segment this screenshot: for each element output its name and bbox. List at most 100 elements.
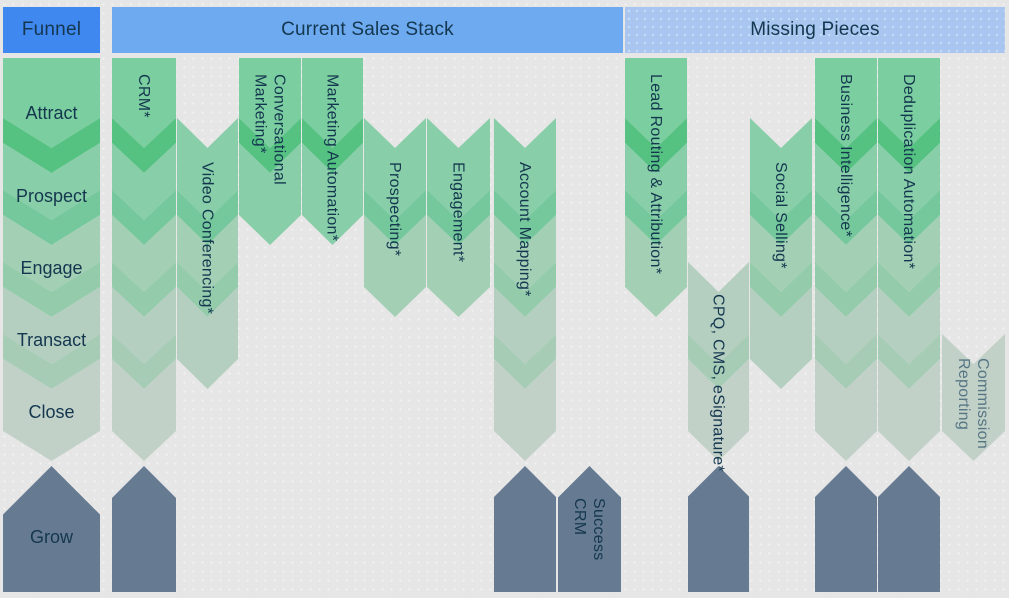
chevron-row-2: [364, 215, 426, 317]
column-lead-routing-attribution: Lead Routing & Attribution*: [625, 58, 687, 317]
chevron-row-3: [177, 287, 238, 389]
column-label-account-mapping: Account Mapping*: [516, 162, 533, 297]
chevron-band-3: [3, 334, 100, 389]
chevron-row-0: [302, 58, 363, 148]
column-label-engagement: Engagement*: [450, 162, 467, 262]
current-sales-stack-label: Current Sales Stack: [281, 19, 454, 40]
house-label-success-crm-line-2: CRM: [571, 498, 588, 535]
funnel-stage-attract: Attract: [25, 103, 78, 123]
chevron-band-3: [688, 334, 749, 389]
column-label-crm: CRM*: [135, 74, 152, 118]
chevron-row-0: [625, 58, 687, 148]
column-social-selling: Social Selling*: [750, 118, 812, 389]
column-label-marketing-automation: Marketing Automation*: [324, 74, 341, 241]
chevron-band-1: [3, 190, 100, 245]
chevron-row-1: [112, 143, 176, 220]
grow-house: [878, 466, 940, 592]
grow-house: [558, 466, 621, 592]
chevron-band-2: [112, 262, 176, 317]
chevron-row-4: [494, 359, 556, 461]
chevron-row-2: [815, 215, 877, 292]
missing-pieces-header: Missing Pieces: [625, 7, 1005, 53]
chevron-row-3: [494, 287, 556, 364]
chevron-row-3: [815, 287, 877, 364]
column-marketing-automation: Marketing Automation*: [302, 58, 363, 245]
grow-house: [494, 466, 556, 592]
chevron-band-1: [364, 190, 426, 245]
current-sales-stack-header: Current Sales Stack: [112, 7, 623, 53]
chevron-row-2: [427, 215, 490, 317]
chevron-row-3: [688, 262, 749, 364]
chevron-row-0: [239, 58, 301, 148]
column-label-commission-reporting-line-2: Reporting: [955, 358, 972, 430]
chevron-band-2: [750, 262, 812, 317]
chevron-row-1: [302, 143, 363, 245]
column-engagement: Engagement*: [427, 118, 490, 317]
chevron-band-1: [625, 190, 687, 245]
chevron-row-2: [494, 215, 556, 292]
chevron-band-1: [427, 190, 490, 245]
chevron-band-2: [878, 262, 940, 317]
chevron-band-1: [177, 190, 238, 245]
chevron-row-1: [815, 143, 877, 220]
chevron-band-2: [494, 262, 556, 317]
missing-pieces-label: Missing Pieces: [750, 19, 880, 40]
funnel-header-label: Funnel: [21, 19, 82, 40]
column-label-lead-routing-attribution: Lead Routing & Attribution*: [647, 74, 664, 274]
chevron-band-0: [878, 118, 940, 173]
column-business-intelligence: Business Intelligence*: [815, 58, 877, 592]
chevron-row-2: [112, 215, 176, 292]
chevron-band-3: [494, 334, 556, 389]
chevron-band-0: [112, 118, 176, 173]
chevron-row-1: [625, 143, 687, 220]
column-prospecting: Prospecting*: [364, 118, 426, 317]
chevron-band-3: [112, 334, 176, 389]
chevron-band-2: [3, 262, 100, 317]
chevron-row-4: [3, 359, 100, 461]
chevron-band-0: [302, 118, 363, 173]
chevron-row-3: [878, 287, 940, 364]
chevron-row-3: [750, 287, 812, 389]
column-label-commission-reporting-line-1: Commission: [974, 358, 991, 449]
chevron-band-1: [750, 190, 812, 245]
funnel-stage-transact: Transact: [16, 330, 87, 350]
chevron-row-1: [3, 143, 100, 220]
chevron-row-1: [878, 143, 940, 220]
column-label-video-conferencing: Video Conferencing*: [199, 162, 216, 314]
chevron-row-0: [3, 58, 100, 148]
chevron-band-1: [112, 190, 176, 245]
grow-house: [3, 466, 100, 592]
chevron-band-2: [815, 262, 877, 317]
column-label-deduplication-automation: Deduplication Automation*: [900, 74, 917, 269]
chevron-row-1: [239, 143, 301, 245]
chevron-band-1: [494, 190, 556, 245]
chevron-row-4: [878, 359, 940, 461]
chevron-row-1: [750, 118, 812, 220]
chevron-band-0: [625, 118, 687, 173]
column-label-conversational-marketing-line-2: Marketing*: [252, 74, 269, 153]
chevron-row-3: [3, 287, 100, 364]
chevron-row-4: [942, 334, 1005, 461]
chevron-row-0: [112, 58, 176, 148]
chevron-row-2: [878, 215, 940, 292]
chevron-row-1: [177, 118, 238, 220]
chevron-band-0: [3, 118, 100, 173]
chevron-row-2: [3, 215, 100, 292]
chevron-row-1: [427, 118, 490, 220]
chevron-band-1: [878, 190, 940, 245]
house-label-success-crm-line-1: Success: [590, 498, 607, 561]
column-deduplication-automation: Deduplication Automation*: [878, 58, 940, 592]
chevron-band-3: [878, 334, 940, 389]
funnel-stage-close: Close: [28, 402, 75, 422]
column-label-prospecting: Prospecting*: [386, 162, 403, 256]
column-funnel: [3, 58, 100, 592]
column-crm: CRM*: [112, 58, 176, 592]
column-label-social-selling: Social Selling*: [772, 162, 789, 269]
funnel-stage-grow: Grow: [29, 527, 73, 547]
chevron-row-2: [625, 215, 687, 317]
chevron-row-4: [112, 359, 176, 461]
